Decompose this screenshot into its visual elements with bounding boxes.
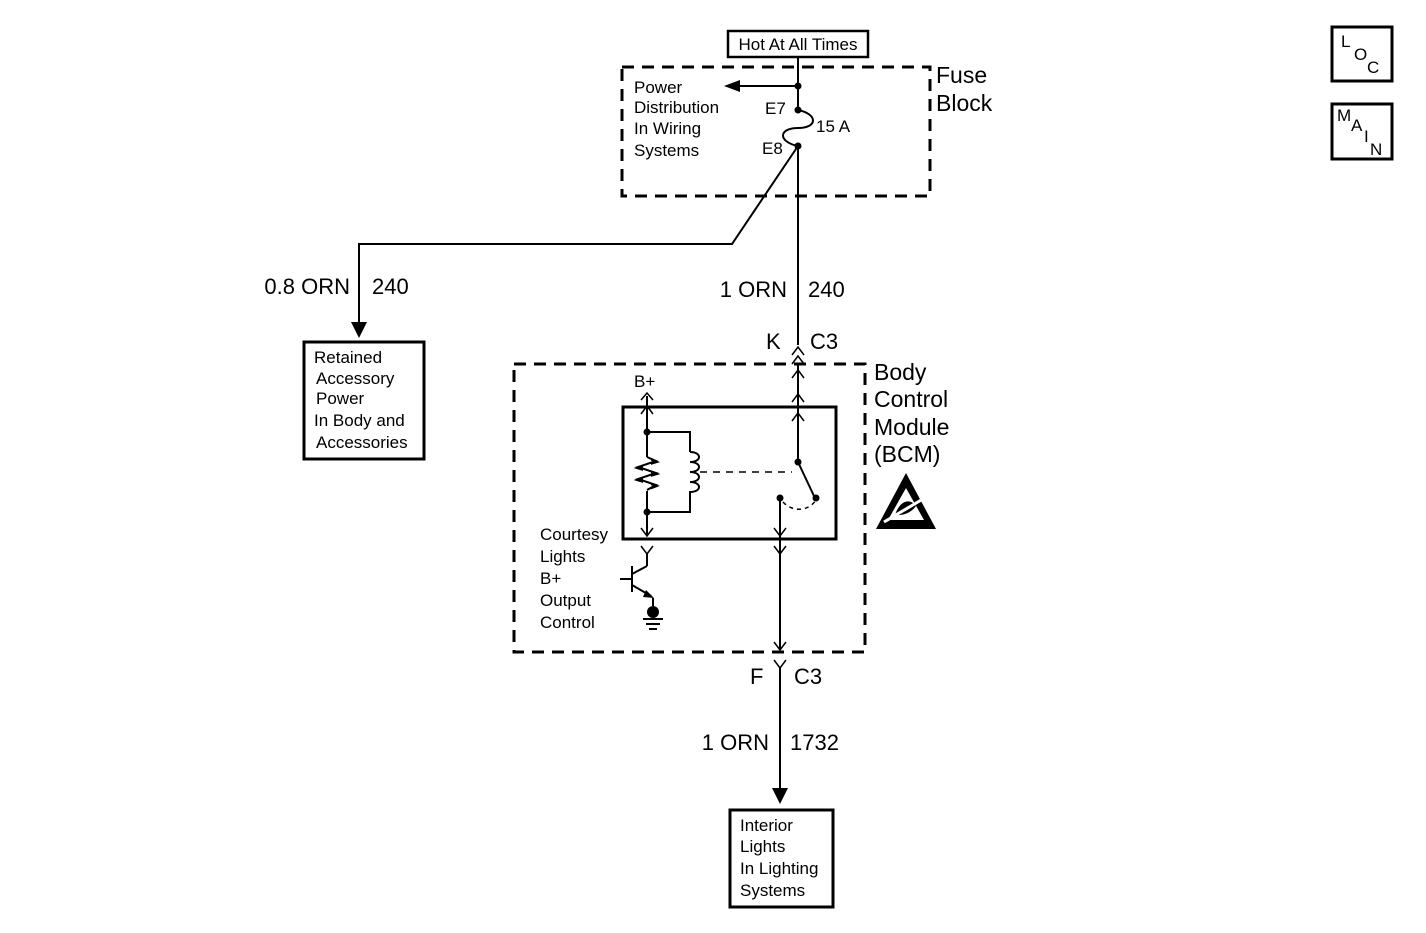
retained-line-4: In Body and (314, 411, 405, 430)
esd-sensitive-icon (876, 473, 936, 529)
hot-label-text: Hot At All Times (738, 35, 857, 54)
retained-line-3: Power (316, 389, 365, 408)
interior-lights-box (728, 808, 835, 909)
loc-letter-c: C (1367, 58, 1379, 77)
main-letter-i: I (1364, 127, 1369, 146)
retained-accessory-box (302, 340, 426, 461)
connector-f-c3 (773, 659, 787, 670)
wire-240-left (358, 145, 799, 324)
loc-letter-o: O (1354, 45, 1367, 64)
relay-switch-contact (797, 461, 815, 497)
hot-at-all-times-label: Hot At All Times (726, 29, 870, 59)
wire-main-gauge: 1 ORN (720, 277, 787, 302)
courtesy-line-5: Control (540, 613, 595, 632)
connector-k-c3 (791, 345, 805, 356)
retained-line-5: Accessories (316, 433, 408, 452)
bcm-title-3: Module (874, 414, 949, 440)
fuse-desc-4: Systems (634, 141, 699, 160)
main-letter-n: N (1370, 140, 1382, 159)
coil-symbol (689, 451, 700, 496)
bcm-title-2: Control (874, 386, 948, 412)
retained-line-2: Accessory (316, 369, 395, 388)
resistor-symbol (633, 457, 661, 491)
fuse-rating: 15 A (816, 117, 851, 136)
main-letter-a: A (1351, 116, 1363, 135)
connector-f-name: C3 (794, 664, 822, 689)
fuse-block-title-1: Fuse (936, 62, 987, 88)
loc-button[interactable]: L O C (1330, 25, 1394, 83)
courtesy-line-3: B+ (540, 569, 561, 588)
wire-left-circuit: 240 (372, 274, 409, 299)
wire-lower-gauge: 1 ORN (702, 730, 769, 755)
fuse-block-outline (620, 65, 932, 198)
bcm-title-4: (BCM) (874, 441, 940, 467)
courtesy-line-4: Output (540, 591, 591, 610)
fuse-symbol (782, 109, 814, 147)
interior-line-4: Systems (740, 881, 805, 900)
terminal-e7-label: E7 (765, 99, 786, 118)
interior-line-1: Interior (740, 816, 793, 835)
interior-line-3: In Lighting (740, 859, 818, 878)
fuse-desc-1: Power (634, 78, 683, 97)
loc-letter-l: L (1341, 32, 1350, 51)
interior-line-2: Lights (740, 837, 785, 856)
connector-k-name: C3 (810, 329, 838, 354)
b-plus-label: B+ (634, 372, 655, 391)
terminal-e8-label: E8 (762, 139, 783, 158)
connector-f-pin: F (750, 664, 763, 689)
fuse-desc-3: In Wiring (634, 119, 701, 138)
wire-left-gauge: 0.8 ORN (264, 274, 350, 299)
fuse-block-title-2: Block (936, 90, 993, 116)
wire-lower-circuit: 1732 (790, 730, 839, 755)
main-letter-m: M (1337, 106, 1351, 125)
courtesy-line-1: Courtesy (540, 525, 609, 544)
wire-main-circuit: 240 (808, 277, 845, 302)
ground-icon (647, 606, 659, 618)
courtesy-line-2: Lights (540, 547, 585, 566)
connector-k-pin: K (766, 329, 781, 354)
fuse-desc-2: Distribution (634, 98, 719, 117)
main-button[interactable]: M A I N (1330, 102, 1394, 161)
retained-line-1: Retained (314, 348, 382, 367)
bcm-title-1: Body (874, 359, 927, 385)
